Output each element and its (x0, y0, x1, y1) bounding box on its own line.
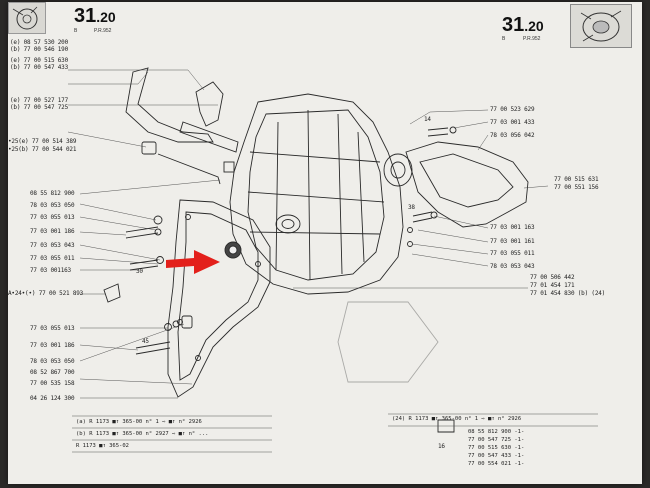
footnote-row: (a) R 1173 ■↑ 365-00 n° 1 ⇨ ■↑ n° 2926 (76, 419, 202, 425)
part-label: 77 03 001 186 (30, 342, 75, 349)
part-label: 77 00 535 158 (30, 380, 75, 387)
part-label: 78 03 053 043 (490, 263, 535, 270)
part-label: 77 03 055 011 (30, 255, 75, 262)
part-label: 77 03 001 163 (490, 224, 535, 231)
right-section-sub-a: B (502, 36, 506, 42)
part-label: 77 03 001 433 (490, 119, 535, 126)
part-label: •25(b) 77 00 544 021 (8, 146, 77, 153)
left-section-number: 31.20 (74, 5, 116, 27)
part-label: 78 03 053 050 (30, 202, 75, 209)
right-section-sub-b: P.R.952 (523, 36, 541, 42)
footnote-row: 77 00 515 630 -1- (468, 445, 525, 451)
callout-38: 38 (408, 204, 415, 211)
part-label: A•24•(•) 77 00 521 893 (8, 290, 84, 297)
right-section-number: 31.20 (502, 14, 544, 36)
part-label: 77 03 055 013 (30, 214, 75, 221)
footnote-row: 08 55 812 900 -1- (468, 429, 525, 435)
part-label: (b) 77 00 547 725 (10, 104, 69, 111)
left-section-sub-a: B (74, 28, 78, 34)
red-arrow-icon (166, 250, 220, 274)
left-section-sub-b: P.R.952 (94, 28, 112, 34)
part-label: 77 00 515 631 (554, 176, 599, 183)
part-label: 77 03 001 186 (30, 228, 75, 235)
part-label: 77 03 055 011 (490, 250, 535, 257)
part-label: 04 26 124 300 (30, 395, 75, 402)
part-label: 77 00 523 629 (490, 106, 535, 113)
footnote-row: 77 00 547 433 -1- (468, 453, 525, 459)
part-label: (b) 77 00 547 433 (10, 64, 69, 71)
exploded-view-drawing (67, 67, 598, 453)
part-label: 77 00 506 442 (530, 274, 575, 281)
footnote-row: R 1173 ■↑ 365-02 (76, 443, 129, 449)
part-label: 78 03 056 042 (490, 132, 535, 139)
part-label: 77 03 001 161 (490, 238, 535, 245)
part-label: (e) 08 57 530 200 (10, 39, 69, 46)
footnote-row: 77 00 547 725 -1- (468, 437, 525, 443)
part-label: 08 52 867 700 (30, 369, 75, 376)
callout-16: 16 (438, 443, 445, 450)
gasket-plate (167, 199, 271, 398)
part-label: 77 03 053 043 (30, 242, 75, 249)
footnote-row: (b) R 1173 ■↑ 365-00 n° 2927 ⇨ ■↑ n° ... (76, 431, 209, 437)
part-label: 77 01 454 171 (530, 282, 575, 289)
callout-45: 45 (142, 338, 149, 345)
left-thumbnail-icon (8, 2, 46, 34)
part-label: 77 03 001163 (30, 267, 71, 274)
part-label: 77 01 454 830 (b) (24) (530, 290, 606, 297)
callout-14: 14 (424, 116, 431, 123)
part-label: 77 03 055 013 (30, 325, 75, 332)
footnote-row: (24) R 1173 ■↑ 365-00 n° 1 ⇨ ■↑ n° 2926 (392, 416, 522, 422)
footnote-row: 77 00 554 021 -1- (468, 461, 525, 467)
clutch-cover (405, 141, 529, 228)
gearbox-housing (229, 93, 404, 295)
part-label: (b) 77 00 546 190 (10, 46, 69, 53)
part-label: (e) 77 00 527 177 (10, 97, 69, 104)
part-label: •25(e) 77 00 514 389 (8, 138, 77, 145)
part-label: (e) 77 00 515 630 (10, 57, 69, 64)
part-label: 08 55 812 900 (30, 190, 75, 197)
part-label: 77 00 551 156 (554, 184, 599, 191)
catalog-sheet: 31.20 B P.R.952 31.20 B P.R.952 (8, 2, 642, 484)
right-thumbnail-icon (570, 4, 632, 48)
callout-30: 30 (136, 268, 143, 275)
part-label: 78 03 053 050 (30, 358, 75, 365)
